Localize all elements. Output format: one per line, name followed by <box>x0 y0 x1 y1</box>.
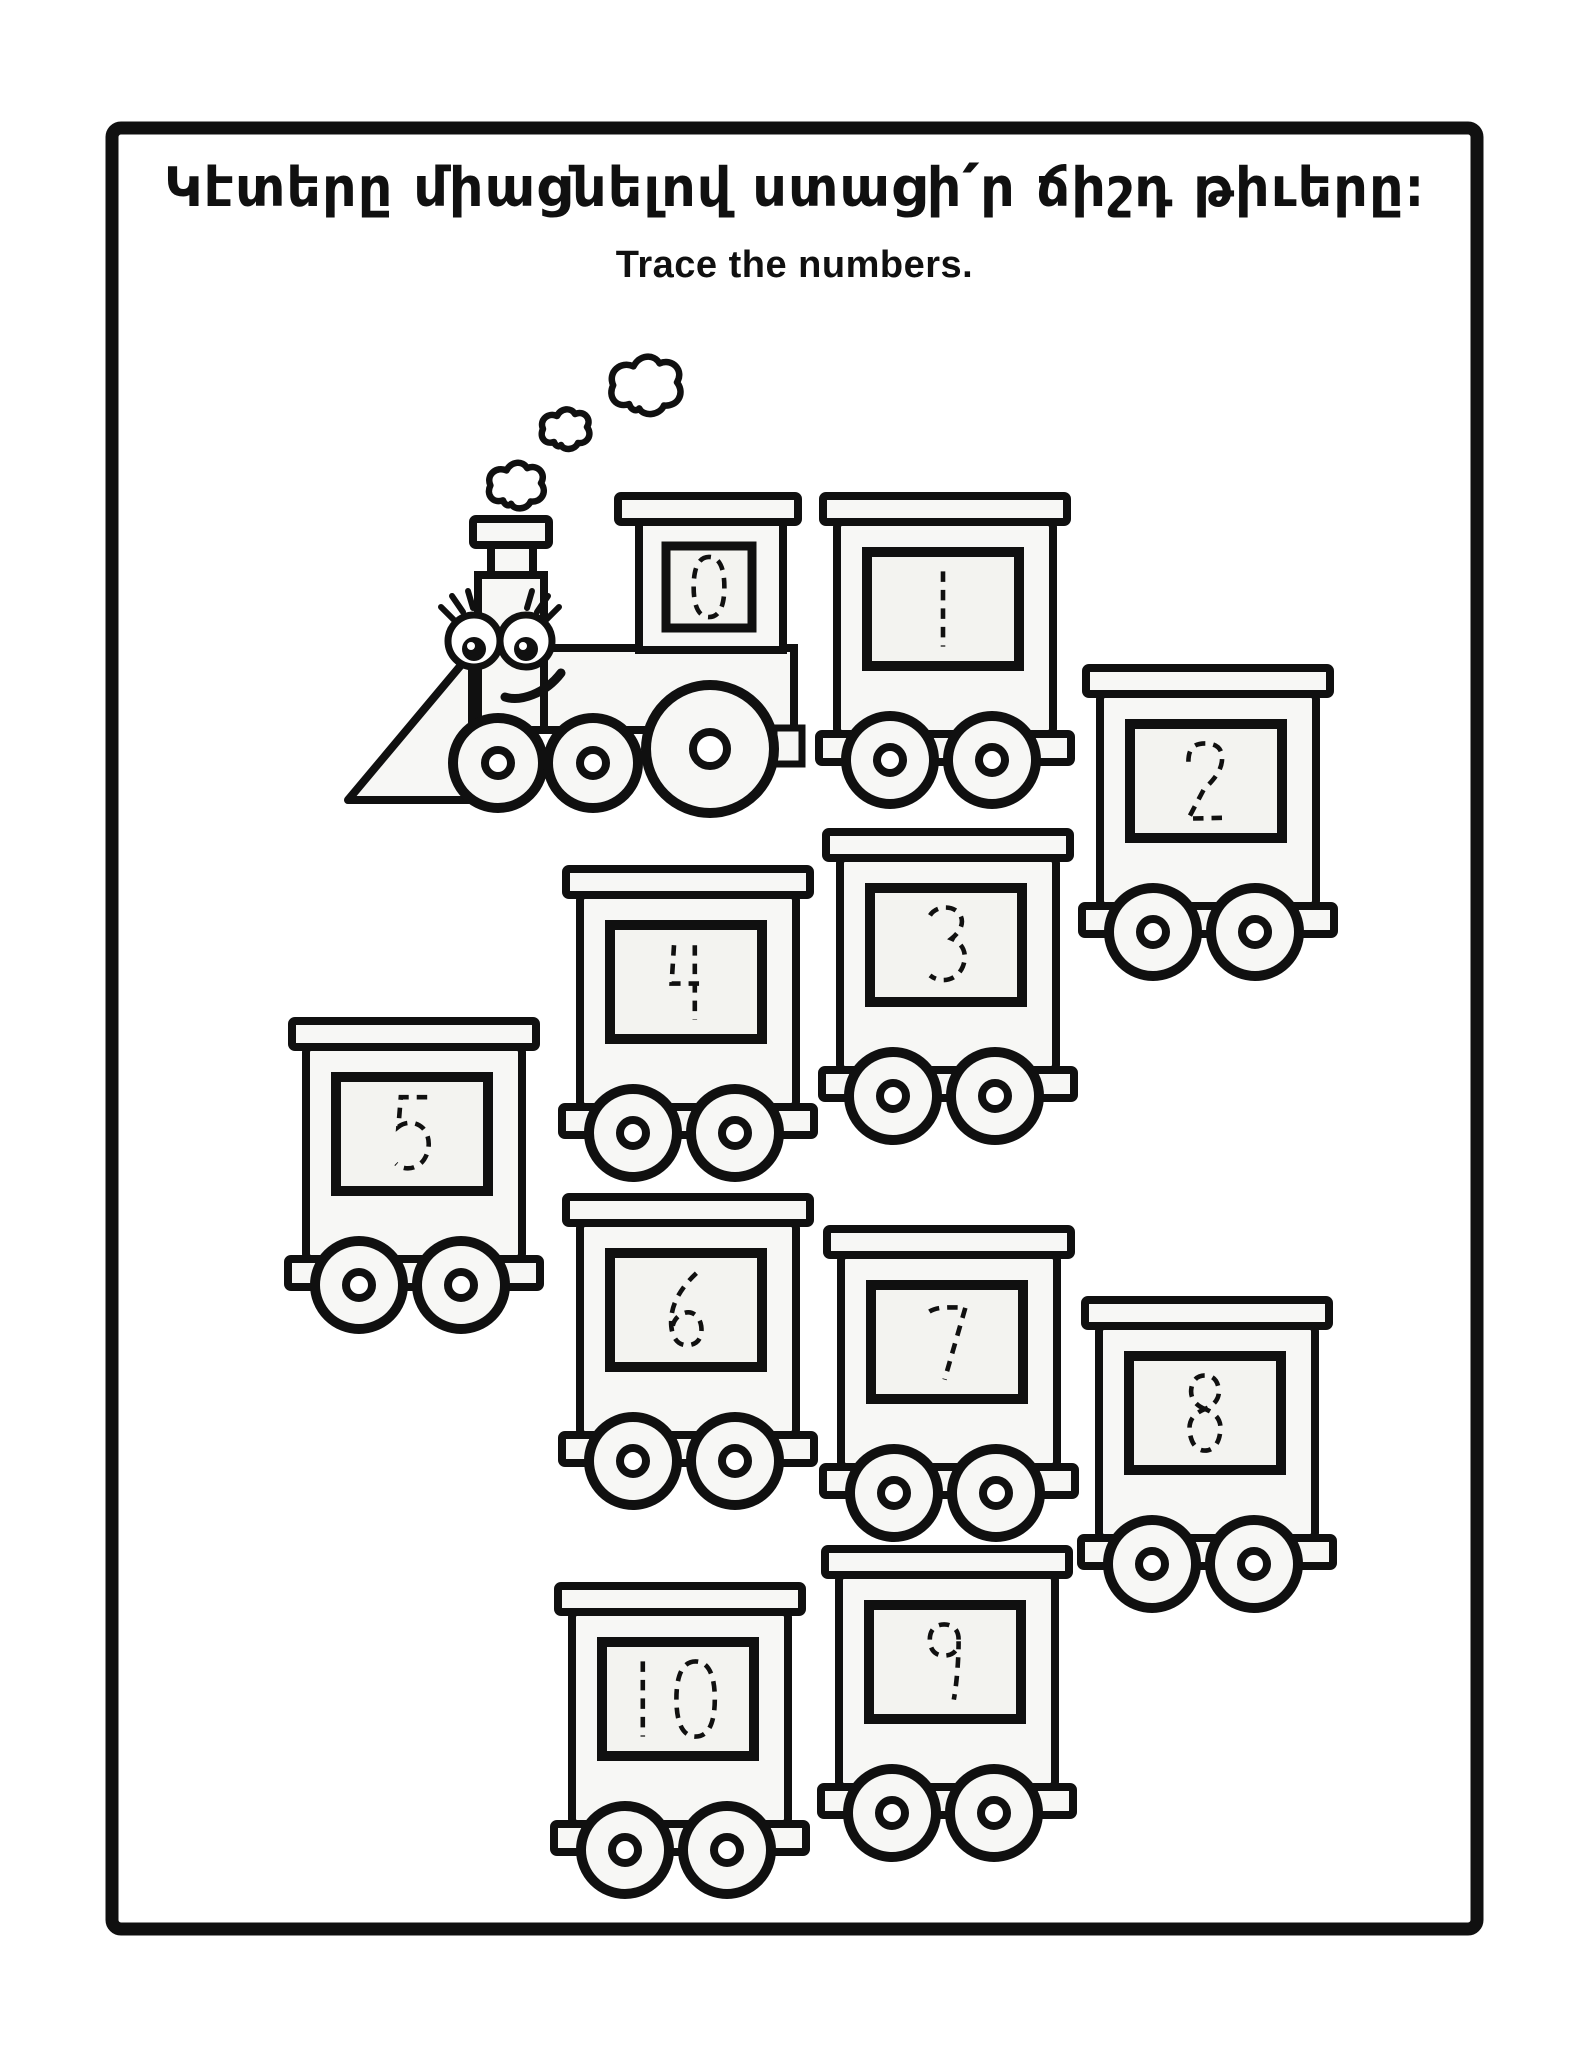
page-border-frame <box>105 121 1484 1936</box>
train-car-1 <box>815 492 1075 809</box>
engine-cab-window <box>661 541 757 633</box>
engine-smoke-puff <box>538 406 593 453</box>
traced-number-8 <box>1187 1373 1223 1453</box>
train-engine <box>344 353 806 818</box>
engine-pupil <box>514 637 538 661</box>
car-roof <box>822 828 1074 862</box>
traced-number-6 <box>668 1271 704 1348</box>
car-roof <box>554 1582 806 1616</box>
traced-number-9 <box>927 1622 961 1701</box>
wheel-hub <box>342 1268 376 1302</box>
engine-pupil-highlight <box>467 642 475 650</box>
car-window <box>1125 719 1287 843</box>
traced-number-10 <box>640 1659 718 1739</box>
car-roof <box>562 865 814 899</box>
wheel-hub <box>718 1116 752 1150</box>
engine-pupil-highlight <box>519 642 527 650</box>
wheel-hub <box>977 1796 1011 1830</box>
wheel-hub <box>616 1444 650 1478</box>
traced-number-4 <box>669 945 702 1020</box>
car-roof <box>821 1545 1073 1579</box>
train-car-3 <box>818 828 1078 1145</box>
traced-number-0 <box>691 554 727 620</box>
engine-eyelash <box>465 588 476 611</box>
train-car-4 <box>558 865 818 1182</box>
car-window <box>865 883 1027 1007</box>
car-roof <box>562 1193 814 1227</box>
wheel-hub <box>616 1116 650 1150</box>
car-window <box>605 1248 767 1372</box>
train-car-6 <box>558 1193 818 1510</box>
car-window <box>864 1600 1026 1724</box>
wheel-hub <box>444 1268 478 1302</box>
engine-eyelash <box>524 588 535 611</box>
engine-smoke-puff <box>485 459 547 512</box>
engine-cab-roof <box>614 492 802 526</box>
wheel-hub <box>1237 1547 1271 1581</box>
wheel-hub <box>718 1444 752 1478</box>
engine-chimney-cap <box>469 515 553 549</box>
engine-coupler <box>770 724 806 768</box>
traced-number-5 <box>394 1094 431 1171</box>
wheel-hub <box>875 1796 909 1830</box>
car-roof <box>819 492 1071 526</box>
engine-smile <box>500 668 566 703</box>
engine-eyelash <box>449 593 466 615</box>
wheel-hub <box>979 1476 1013 1510</box>
engine-eyelash <box>438 604 458 624</box>
car-window <box>866 1280 1028 1404</box>
engine-pupil <box>462 637 486 661</box>
wheel-hub <box>481 746 515 780</box>
wheel-hub <box>978 1079 1012 1113</box>
car-window <box>1124 1351 1286 1475</box>
wheel-hub <box>877 1476 911 1510</box>
worksheet-title-armenian: Կէտերը միացնելով ստացի՛ր ճիշդ թիւերը։ <box>163 156 1426 219</box>
car-roof <box>288 1017 540 1051</box>
wheel-hub <box>876 1079 910 1113</box>
car-roof <box>1081 1296 1333 1330</box>
wheel-hub <box>1136 915 1170 949</box>
engine-eyelash <box>534 593 551 615</box>
train-car-7 <box>819 1225 1079 1542</box>
wheel-hub <box>710 1833 744 1867</box>
car-window <box>331 1072 493 1196</box>
traced-number-7 <box>928 1305 969 1381</box>
wheel-hub <box>689 728 731 770</box>
wheel-hub <box>608 1833 642 1867</box>
wheel-hub <box>873 743 907 777</box>
wheel-hub <box>1135 1547 1169 1581</box>
worksheet-subtitle-english: Trace the numbers. <box>615 244 974 286</box>
engine-smoke-puff <box>608 353 684 418</box>
car-roof <box>823 1225 1075 1259</box>
train-car-2 <box>1078 664 1338 981</box>
train-car-8 <box>1077 1296 1337 1613</box>
car-roof <box>1082 664 1334 698</box>
traced-number-2 <box>1184 741 1225 821</box>
train-car-5 <box>284 1017 544 1334</box>
engine-eyelash <box>542 604 562 624</box>
train-car-10 <box>550 1582 810 1899</box>
train-car-9 <box>817 1545 1077 1862</box>
wheel-hub <box>576 746 610 780</box>
wheel-hub <box>975 743 1009 777</box>
wheel-hub <box>1238 915 1272 949</box>
car-window <box>605 920 767 1044</box>
traced-number-3 <box>928 905 968 983</box>
